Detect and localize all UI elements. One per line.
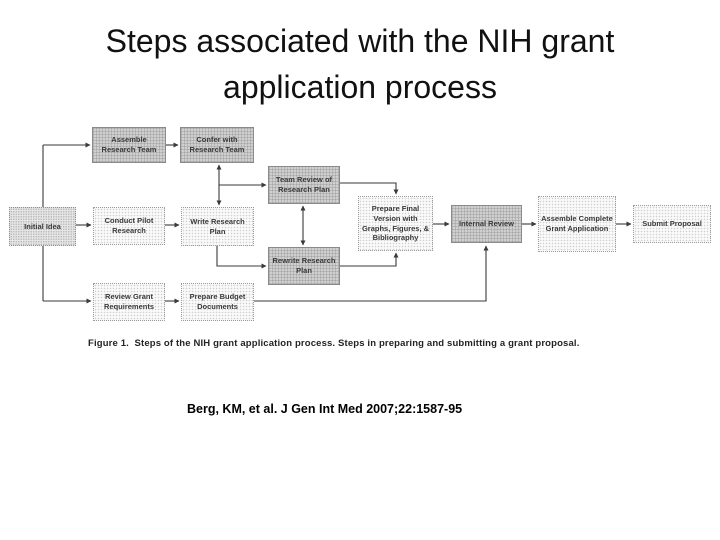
flow-box-assemble-complete-grant-application: Assemble Complete Grant Application	[538, 196, 616, 252]
flow-box-assemble-research-team: Assemble Research Team	[92, 127, 166, 163]
slide-title-line1: Steps associated with the NIH grant	[105, 23, 615, 59]
citation-text: Berg, KM, et al. J Gen Int Med 2007;22:1…	[187, 402, 463, 416]
flow-box-review-grant-requirements: Review Grant Requirements	[93, 283, 165, 321]
slide-title-line2: application process	[223, 69, 497, 105]
figure-caption: Figure 1. Steps of the NIH grant applica…	[88, 338, 580, 349]
flow-box-confer-with-research-team: Confer with Research Team	[180, 127, 254, 163]
slide-title: Steps associated with the NIH grant appl…	[0, 18, 720, 110]
flow-box-internal-review: Internal Review	[451, 205, 522, 243]
flow-box-initial-idea: Initial Idea	[9, 207, 76, 246]
flow-box-rewrite-research-plan: Rewrite Research Plan	[268, 247, 340, 285]
flow-box-prepare-budget-documents: Prepare Budget Documents	[181, 283, 254, 321]
flow-box-prepare-final-version: Prepare Final Version with Graphs, Figur…	[358, 196, 433, 251]
flow-box-submit-proposal: Submit Proposal	[633, 205, 711, 243]
flow-box-write-research-plan: Write Research Plan	[181, 207, 254, 246]
flow-box-team-review-of-research-plan: Team Review of Research Plan	[268, 166, 340, 204]
flow-box-conduct-pilot-research: Conduct Pilot Research	[93, 207, 165, 245]
